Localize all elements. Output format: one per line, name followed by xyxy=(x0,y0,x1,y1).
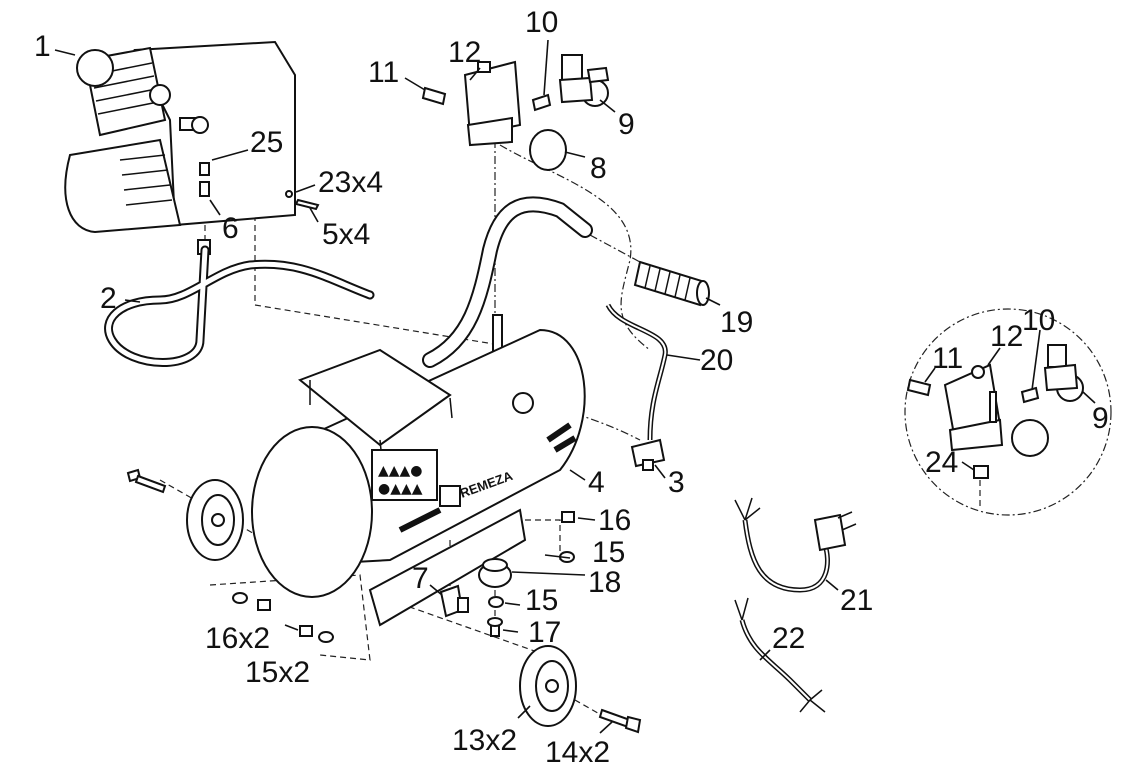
svg-text:●▲▲▲: ●▲▲▲ xyxy=(378,481,423,497)
air-filter xyxy=(633,260,710,307)
detail-callout-10: 10 xyxy=(1022,304,1055,337)
wheel-right xyxy=(519,645,577,727)
callout-6: 6 xyxy=(222,212,239,245)
internal-cable xyxy=(734,597,826,713)
callout-21: 21 xyxy=(840,584,873,617)
callout-15-lower: 15 xyxy=(525,584,558,617)
leader-lines xyxy=(54,39,1096,734)
wheel-bolts xyxy=(126,468,642,734)
callout-12: 12 xyxy=(448,36,481,69)
callout-22: 22 xyxy=(772,622,805,655)
wheel-left xyxy=(186,479,244,561)
detail-callout-9: 9 xyxy=(1092,402,1109,435)
compressor-motor-unit xyxy=(64,40,296,234)
callout-18: 18 xyxy=(588,566,621,599)
callout-19: 19 xyxy=(720,306,753,339)
svg-text:▲▲▲●: ▲▲▲● xyxy=(378,463,423,479)
callout-8: 8 xyxy=(590,152,607,185)
detail-inset-pressure-switch xyxy=(906,344,1084,479)
rubber-foot xyxy=(478,558,512,637)
detail-callout-11: 11 xyxy=(932,342,963,375)
callout-16: 16 xyxy=(598,504,631,537)
callout-5x4: 5x4 xyxy=(322,218,370,251)
screw-and-washer xyxy=(285,190,320,211)
drain-valve xyxy=(439,584,469,618)
callout-13x2: 13x2 xyxy=(452,724,517,757)
callout-labels: 1 2 3 4 5x4 6 7 8 9 10 11 12 13x2 14x2 1… xyxy=(34,6,1109,769)
callout-17: 17 xyxy=(528,616,561,649)
callout-14x2: 14x2 xyxy=(545,736,610,769)
callout-20: 20 xyxy=(700,344,733,377)
callout-7: 7 xyxy=(412,562,429,595)
callout-3: 3 xyxy=(668,466,685,499)
hose-and-tee xyxy=(605,303,668,471)
callout-11: 11 xyxy=(368,56,399,89)
callout-10: 10 xyxy=(525,6,558,39)
transport-handle xyxy=(422,196,593,368)
callout-15-upper: 15 xyxy=(592,536,625,569)
callout-25: 25 xyxy=(250,126,283,159)
callout-15x2: 15x2 xyxy=(245,656,310,689)
callout-9: 9 xyxy=(618,108,635,141)
pressure-switch-assembly xyxy=(421,54,610,171)
callout-4: 4 xyxy=(588,466,605,499)
delivery-tube xyxy=(104,245,375,367)
callout-23x4: 23x4 xyxy=(318,166,383,199)
detail-callout-24: 24 xyxy=(925,446,958,479)
callout-2: 2 xyxy=(100,282,117,315)
detail-callout-12: 12 xyxy=(990,320,1023,353)
power-cable-with-plug xyxy=(734,497,857,593)
air-tank: ▲▲▲● ●▲▲▲ REMEZA xyxy=(251,328,586,627)
callout-1: 1 xyxy=(34,30,51,63)
callout-16x2: 16x2 xyxy=(205,622,270,655)
